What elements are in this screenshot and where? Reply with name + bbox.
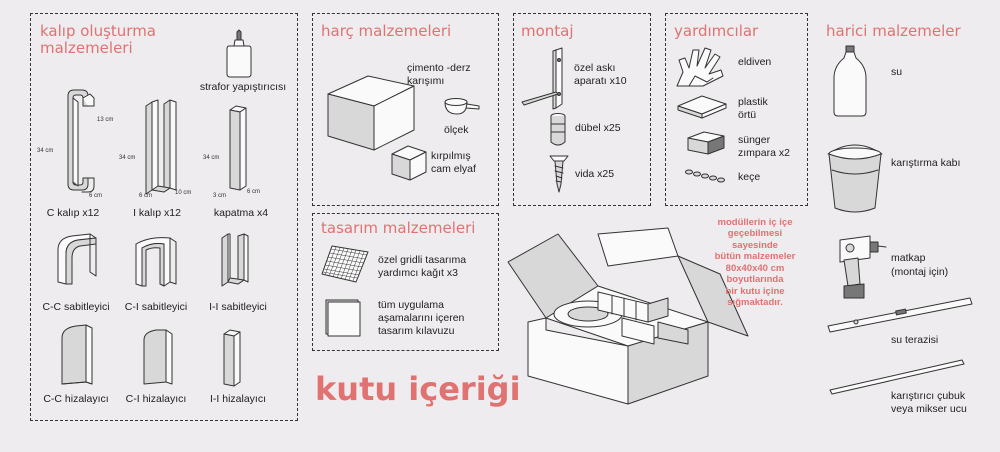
ci-aligner-label: C-I hizalayıcı [125,393,187,405]
sponge-sander-icon [687,131,725,155]
i-mold-width-dim: 10 cm [175,190,192,196]
spirit-level-icon [827,297,973,333]
external-section-title: harici malzemeler [826,22,961,40]
ii-fixer-label: I-I sabitleyici [209,301,267,313]
water-bottle-icon [833,45,867,117]
cement-mix-label-line2: karışımı [407,75,445,87]
scoop-label: ölçek [444,124,469,136]
plastic-cover-label-line2: örtü [738,109,757,121]
note-line-3: sayesinde [732,240,778,251]
c-mold-icon [67,89,95,193]
plastic-cover-icon [677,95,727,119]
spirit-level-label: su terazisi [891,334,939,346]
helpers-section [665,13,808,206]
note-line-6: boyutlarında [726,274,784,285]
glass-fiber-box-icon [391,145,427,181]
c-mold-top-dim: 13 cm [97,117,114,123]
helpers-section-title: yardımcılar [674,22,759,40]
mixer-rod-label-line2: veya mikser ucu [891,403,967,415]
screw-icon [549,155,569,193]
hanger-bracket-icon [521,47,563,110]
mixing-bucket-label: karıştırma kabı [891,157,961,169]
hanger-label-line1: özel askı [574,62,616,74]
mortar-section-title: harç malzemeleri [321,22,452,40]
design-guide-label-line1: tüm uygulama [378,299,444,311]
cover-label: kapatma x4 [213,207,269,219]
note-line-1: modüllerin iç içe [717,217,793,228]
c-mold-depth-dim: 6 cm [89,193,103,199]
i-mold-height-dim: 34 cm [119,155,136,161]
open-box-illustration [507,227,749,405]
mortar-section [312,13,499,206]
dowel-label: dübel x25 [575,122,621,134]
cement-bag-icon [327,75,415,151]
cc-fixer-label: C-C sabitleyici [42,301,110,313]
gloves-label: eldiven [738,56,772,68]
c-mold-height-dim: 34 cm [37,148,54,154]
plastic-cover-label-line1: plastik [738,96,768,108]
drill-icon [839,235,887,299]
note-line-7: bir kutu içine [725,286,785,297]
mold-section-title-line2: malzemeleri [40,39,133,57]
i-mold-depth-dim: 6 cm [139,193,153,199]
note-line-5: 80x40x40 cm [725,263,785,274]
sponge-sander-label-line2: zımpara x2 [738,147,790,159]
cover-piece-icon [229,105,247,191]
i-mold-icon [145,99,177,195]
glass-fiber-label-line2: cam elyaf [431,163,476,175]
cover-depth-dim: 6 cm [247,189,261,195]
ci-fixer-label: C-I sabitleyici [124,301,188,313]
main-title: kutu içeriği [315,370,521,408]
screw-label: vida x25 [575,168,615,180]
glue-bottle-icon [226,29,252,78]
grid-paper-icon [321,245,369,283]
mixer-rod-label-line1: karıştırıcı çubuk [891,390,966,402]
i-mold-label: I kalıp x12 [133,207,181,219]
mixing-bucket-icon [827,144,883,213]
cover-thickness-dim: 3 cm [213,193,227,199]
cc-fixer-icon [57,233,97,285]
note-line-2: geçebilmesi [727,228,783,239]
drill-label-line2: (montaj için) [891,266,949,278]
felt-pads-icon [685,169,725,183]
grid-paper-label-line2: yardımcı kağıt x3 [378,267,458,279]
c-mold-label: C kalıp x12 [46,207,100,219]
assembly-section [513,13,651,206]
mold-section-title-line1: kalıp oluşturma [40,22,157,40]
cement-mix-label-line1: çimento -derz [407,62,471,74]
cc-aligner-icon [61,324,93,385]
ii-fixer-icon [221,233,249,287]
design-section-title: tasarım malzemeleri [321,219,476,237]
design-guide-label-line3: tasarım kılavuzu [378,325,455,337]
ii-aligner-label: I-I hizalayıcı [209,393,267,405]
sponge-sander-label-line1: sünger [738,134,771,146]
ci-fixer-icon [135,237,177,287]
grid-paper-label-line1: özel gridli tasarıma [378,254,467,266]
design-guide-label-line2: aşamalarını içeren [378,312,465,324]
cc-aligner-label: C-C hizalayıcı [43,393,109,405]
dowel-icon [550,113,566,146]
glass-fiber-label-line1: kırpılmış [431,150,471,162]
drill-label-line1: matkap [891,252,926,264]
water-label: su [891,66,903,78]
strafor-glue-label: strafor yapıştırıcısı [199,81,287,93]
ci-aligner-icon [143,329,173,385]
mold-section [30,13,298,421]
design-section [312,213,499,351]
scoop-icon [444,98,480,115]
gloves-icon [676,47,724,87]
felt-label: keçe [738,171,761,183]
cover-height-dim: 34 cm [203,155,220,161]
mixer-rod-icon [829,359,965,395]
note-line-8: sığmaktadır. [727,297,783,308]
design-guide-icon [325,299,361,337]
note-line-4: bütün malzemeler [714,251,796,262]
assembly-section-title: montaj [521,22,574,40]
ii-aligner-icon [223,329,241,387]
hanger-label-line2: aparatı x10 [574,75,627,87]
